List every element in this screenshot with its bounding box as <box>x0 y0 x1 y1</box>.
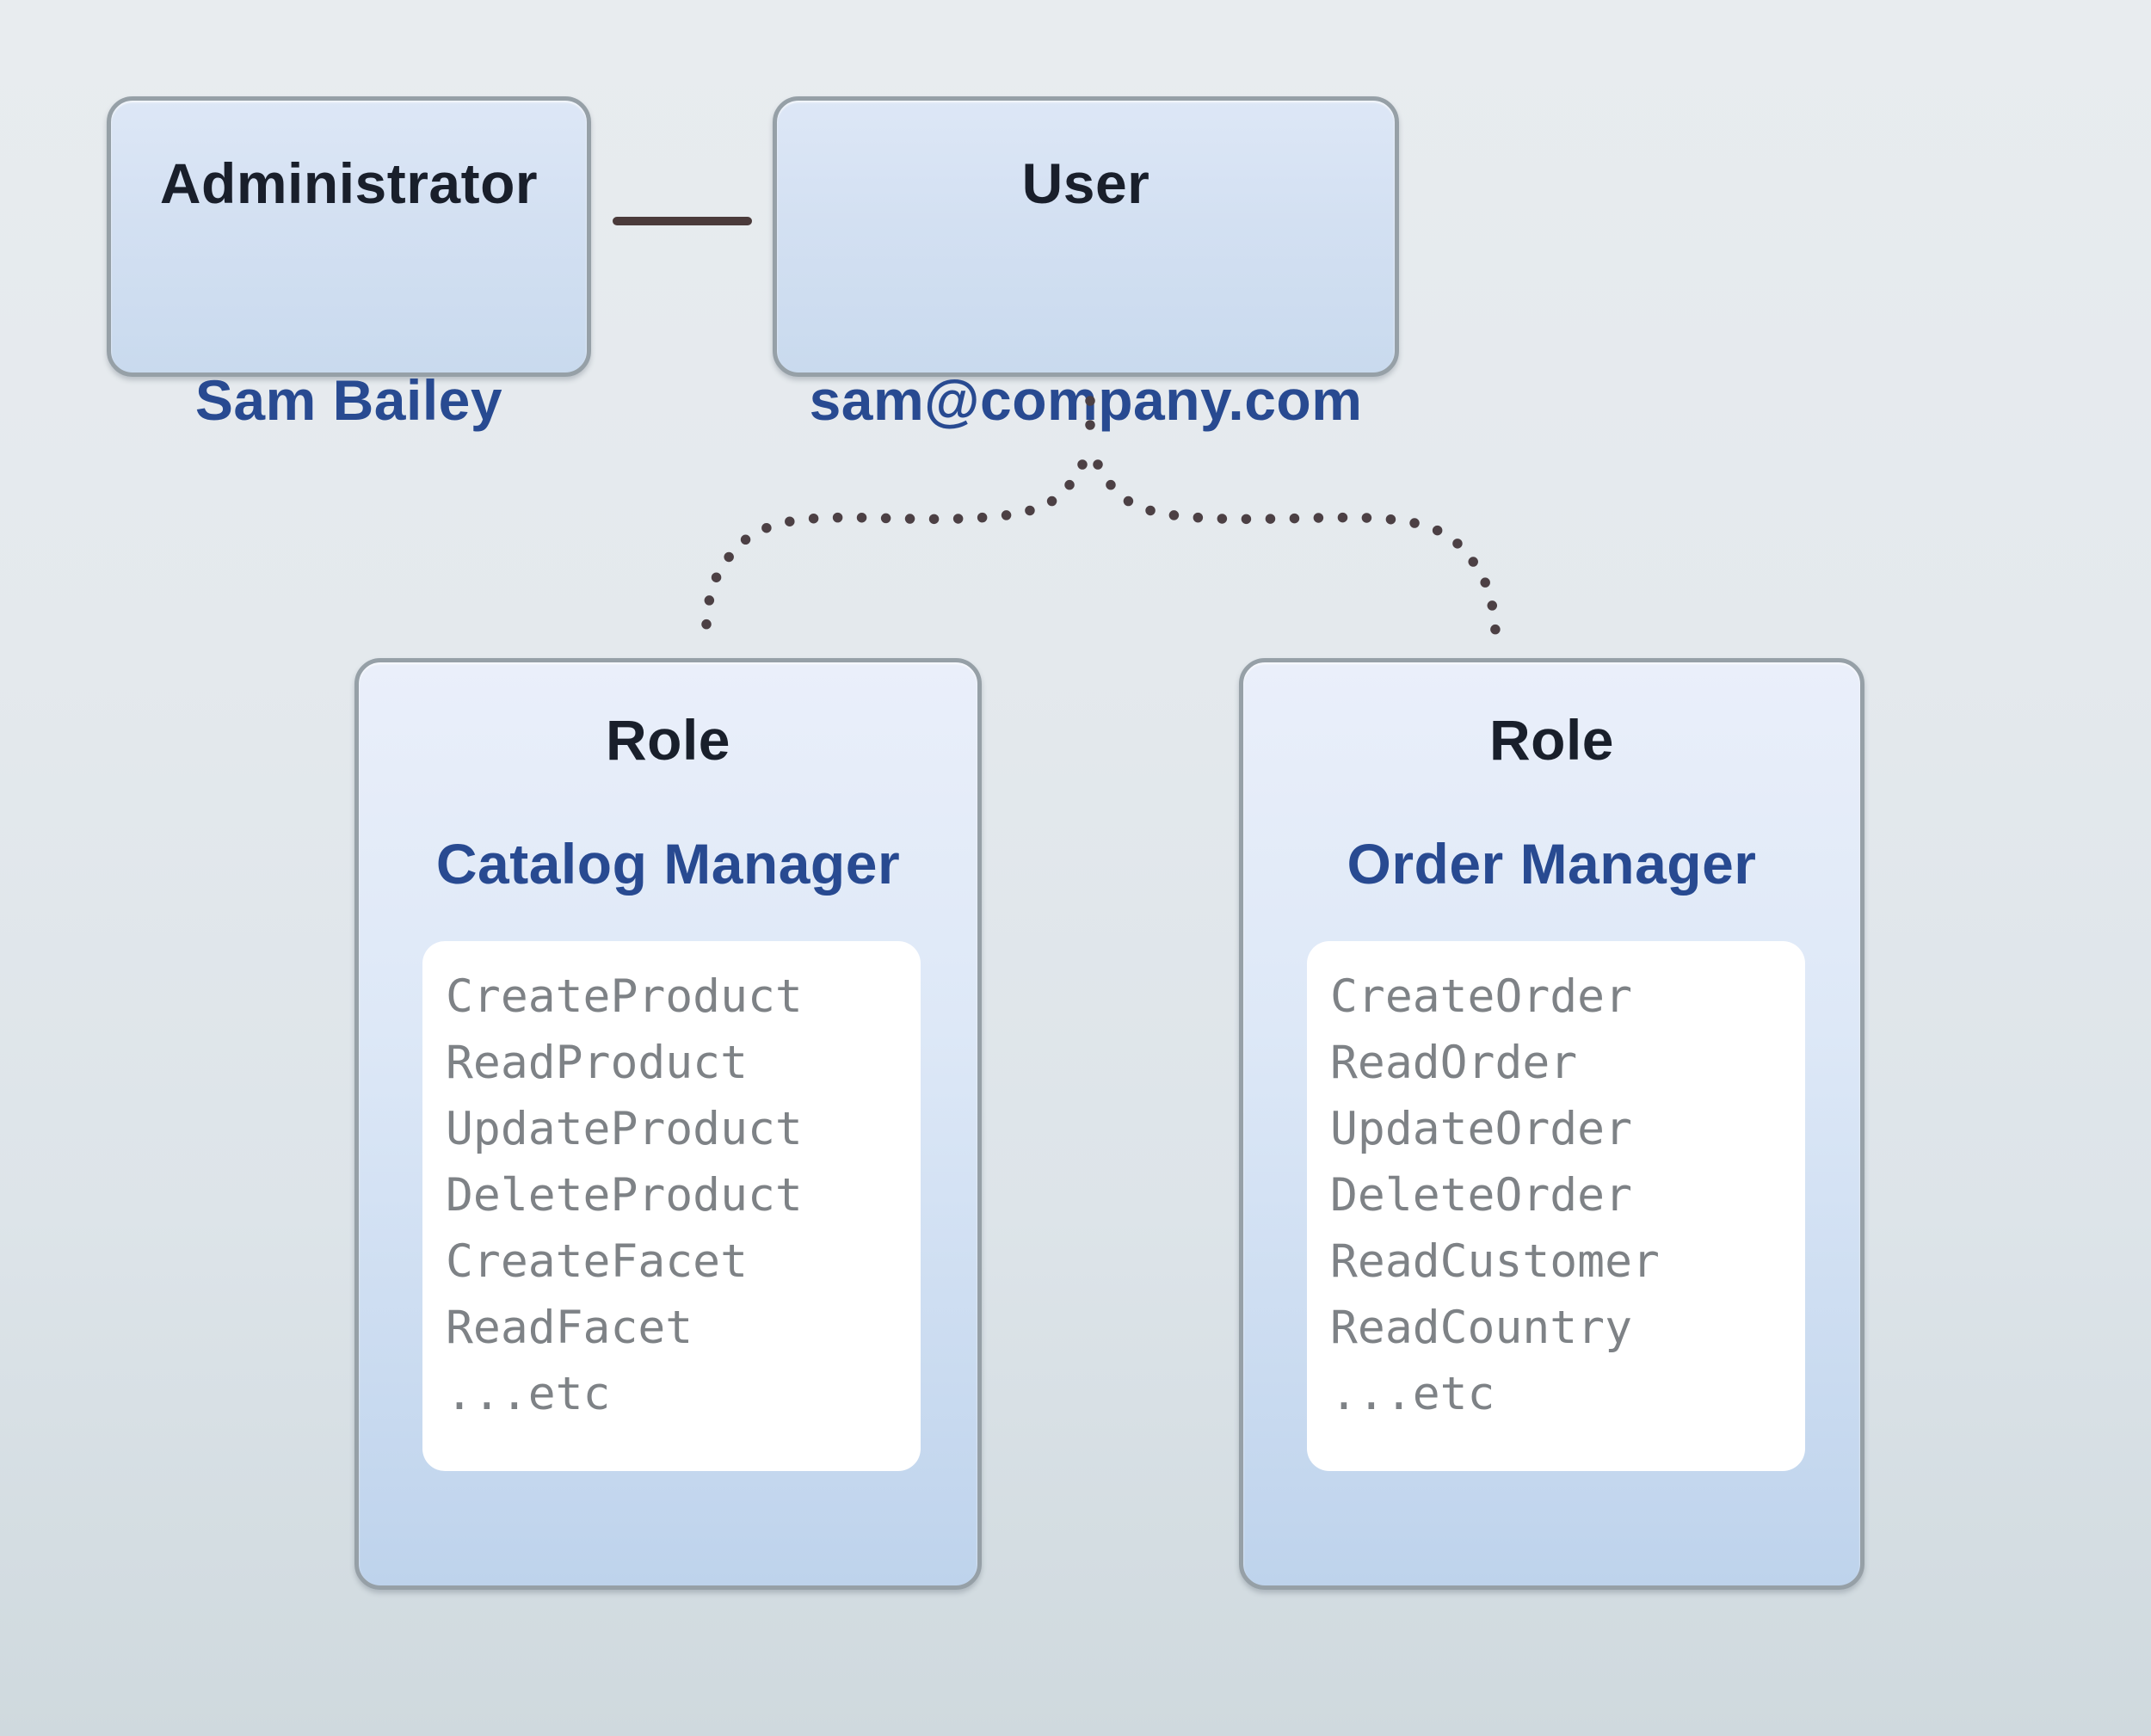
user-order-role-dotted-link <box>1093 459 1501 652</box>
permission-item: ReadCountry <box>1330 1302 1632 1354</box>
role-title: Role <box>1488 708 1615 772</box>
role-name-catalog-manager: Catalog Manager <box>435 832 901 896</box>
permissions-panel: CreateProduct ReadProduct UpdateProduct … <box>422 941 921 1471</box>
administrator-title: Administrator <box>159 151 539 215</box>
permission-item: ...etc <box>446 1368 611 1420</box>
role-name-order-manager: Order Manager <box>1347 832 1757 896</box>
role-node-catalog-manager: Role Catalog Manager CreateProduct ReadP… <box>354 658 982 1590</box>
permission-item: ReadOrder <box>1330 1037 1578 1089</box>
permission-item: CreateFacet <box>446 1235 748 1288</box>
permission-item: UpdateProduct <box>446 1103 803 1155</box>
user-node: User sam@company.com <box>773 96 1399 432</box>
permission-item: CreateOrder <box>1330 970 1632 1023</box>
user-email: sam@company.com <box>809 368 1363 432</box>
permissions-list: CreateOrder ReadOrder UpdateOrder Delete… <box>1307 941 1805 1427</box>
permissions-panel: CreateOrder ReadOrder UpdateOrder Delete… <box>1307 941 1805 1471</box>
permission-item: ReadProduct <box>446 1037 748 1089</box>
role-node-order-manager: Role Order Manager CreateOrder ReadOrder… <box>1239 658 1864 1590</box>
administrator-name: Sam Bailey <box>194 368 503 432</box>
permission-item: UpdateOrder <box>1330 1103 1632 1155</box>
administrator-node: Administrator Sam Bailey <box>107 96 591 432</box>
role-title: Role <box>605 708 731 772</box>
permission-item: CreateProduct <box>446 970 803 1023</box>
user-title: User <box>1021 151 1150 215</box>
permission-item: ReadFacet <box>446 1302 693 1354</box>
permission-item: ReadCustomer <box>1330 1235 1660 1288</box>
permission-item: ...etc <box>1330 1368 1495 1420</box>
permissions-list: CreateProduct ReadProduct UpdateProduct … <box>422 941 921 1427</box>
permission-item: DeleteOrder <box>1330 1169 1632 1222</box>
permission-item: DeleteProduct <box>446 1169 803 1222</box>
user-catalog-role-dotted-link <box>700 459 1088 652</box>
